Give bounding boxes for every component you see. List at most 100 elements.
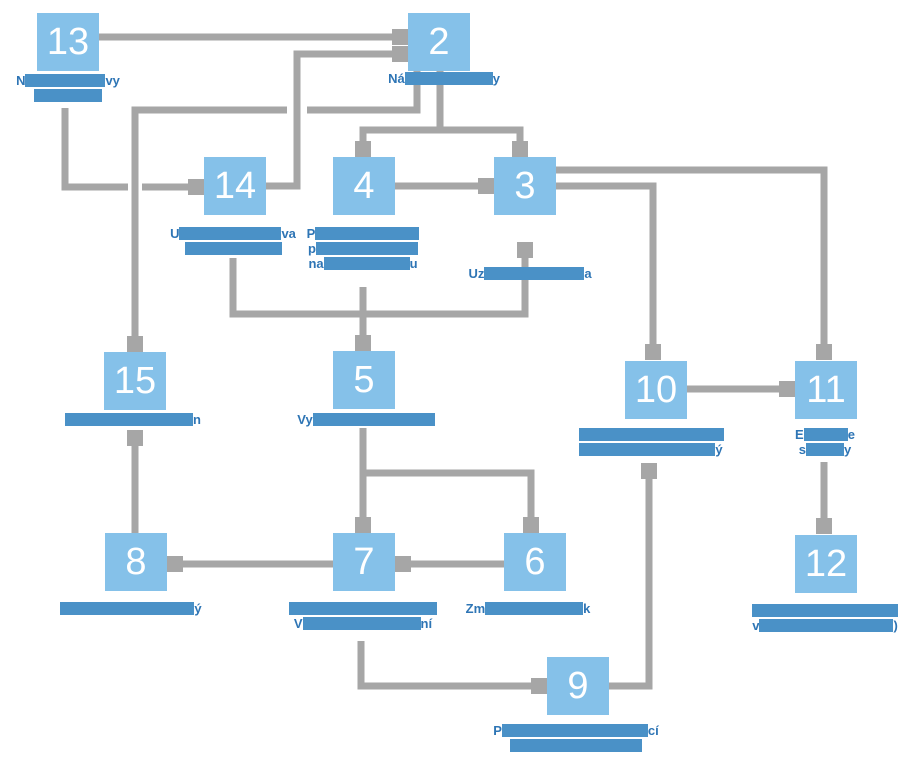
connector-14-to-2: [266, 50, 400, 190]
label-fragment: ní: [420, 616, 433, 631]
redaction-bar: [578, 428, 724, 441]
node-label-12: v): [715, 603, 905, 633]
redaction-bar: [759, 619, 894, 632]
arrowhead-13-to-14: [188, 179, 204, 195]
node-number: 11: [806, 369, 846, 411]
redaction-bar: [312, 413, 435, 426]
label-line: ý: [60, 601, 202, 616]
node-12: 12: [795, 535, 857, 593]
label-fragment: Uz: [468, 266, 485, 281]
arrowhead-4-to-3: [478, 178, 494, 194]
label-fragment: vy: [105, 73, 120, 88]
redaction-bar: [803, 428, 848, 441]
arrowhead-14-to-2: [392, 46, 408, 62]
arrowhead-10-to-11: [779, 381, 795, 397]
redaction-bar: [323, 257, 410, 270]
node-number: 3: [514, 165, 536, 207]
arrowhead-11-to-12: [816, 518, 832, 534]
connector-3-to-10: [556, 182, 657, 352]
redaction-bar: [65, 413, 194, 426]
redaction-bar: [404, 72, 493, 85]
arrowhead-2-to-4: [355, 141, 371, 157]
node-number: 12: [804, 543, 848, 585]
redaction-bar: [302, 617, 421, 630]
redaction-bar: [184, 242, 282, 255]
label-line: p: [308, 241, 418, 256]
arrowhead-13-to-2: [392, 29, 408, 45]
label-line: [578, 427, 724, 442]
label-fragment: U: [170, 226, 180, 241]
label-fragment: p: [308, 241, 316, 256]
arrowhead-7-to-8: [167, 556, 183, 572]
node-9: 9: [547, 657, 609, 715]
arrowhead-4-to-5: [355, 335, 371, 351]
redaction-bar: [315, 242, 418, 255]
node-13: 13: [37, 13, 99, 71]
node-label-10: ý: [541, 427, 761, 457]
node-label-8: ý: [21, 601, 241, 616]
connector-2-to-15: [131, 106, 287, 344]
label-line: v): [752, 618, 898, 633]
label-fragment: y: [492, 71, 500, 86]
arrowhead-14-to-3: [517, 242, 533, 258]
label-line: Zm k: [466, 601, 591, 616]
node-number: 14: [213, 165, 257, 207]
arrowhead-5-to-7: [355, 517, 371, 533]
connector-3-to-11: [556, 166, 828, 352]
label-fragment: ý: [194, 601, 202, 616]
label-line: [184, 241, 282, 256]
arrowhead-5-to-6: [523, 517, 539, 533]
redaction-bar: [579, 443, 716, 456]
arrowhead-3-to-11: [816, 344, 832, 360]
node-number: 2: [428, 21, 450, 63]
redaction-bar: [510, 739, 642, 752]
label-fragment: s: [798, 442, 806, 457]
label-fragment: k: [583, 601, 591, 616]
label-fragment: ý: [715, 442, 723, 457]
node-number: 9: [567, 665, 589, 707]
label-fragment: cí: [647, 723, 659, 738]
arrowhead-7-to-9: [531, 678, 547, 694]
node-label-3: Uz a: [420, 266, 640, 281]
redaction-bar: [806, 443, 844, 456]
label-fragment: P: [306, 226, 316, 241]
label-fragment: y: [844, 442, 852, 457]
label-fragment: na: [308, 256, 324, 271]
label-fragment: v: [752, 618, 760, 633]
arrowhead-2-to-15: [127, 336, 143, 352]
label-line: [34, 88, 102, 103]
arrowhead-6-to-7: [395, 556, 411, 572]
label-line: n: [65, 412, 201, 427]
label-fragment: Zm: [465, 601, 486, 616]
arrowhead-8-to-15: [127, 430, 143, 446]
label-line: Ná y: [388, 71, 500, 86]
arrowhead-2-to-3: [512, 141, 528, 157]
label-fragment: e: [847, 427, 855, 442]
label-line: [752, 603, 898, 618]
label-fragment: n: [193, 412, 201, 427]
redaction-bar: [315, 227, 420, 240]
label-fragment: N: [16, 73, 26, 88]
node-6: 6: [504, 533, 566, 591]
label-fragment: Ná: [388, 71, 405, 86]
node-number: 5: [353, 359, 375, 401]
node-4: 4: [333, 157, 395, 215]
redaction-bar: [289, 602, 437, 615]
label-fragment: a: [584, 266, 592, 281]
node-number: 13: [46, 21, 90, 63]
node-2: 2: [408, 13, 470, 71]
node-7: 7: [333, 533, 395, 591]
node-number: 6: [524, 541, 546, 583]
node-label-6: Zm k: [418, 601, 638, 616]
label-line: [289, 601, 437, 616]
